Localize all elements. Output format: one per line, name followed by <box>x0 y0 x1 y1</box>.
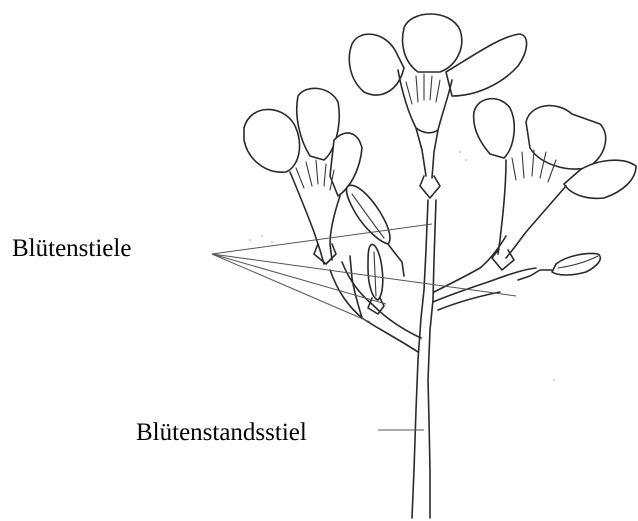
pedicels-label: Blütenstiele <box>12 236 131 261</box>
peduncle-stem <box>412 200 436 518</box>
right-flower <box>474 99 636 270</box>
peduncle-label: Blütenstandsstiel <box>136 420 307 445</box>
left-flower <box>244 88 362 264</box>
bud-center <box>368 244 384 314</box>
right-branch <box>433 236 536 310</box>
bud-right <box>518 253 600 280</box>
